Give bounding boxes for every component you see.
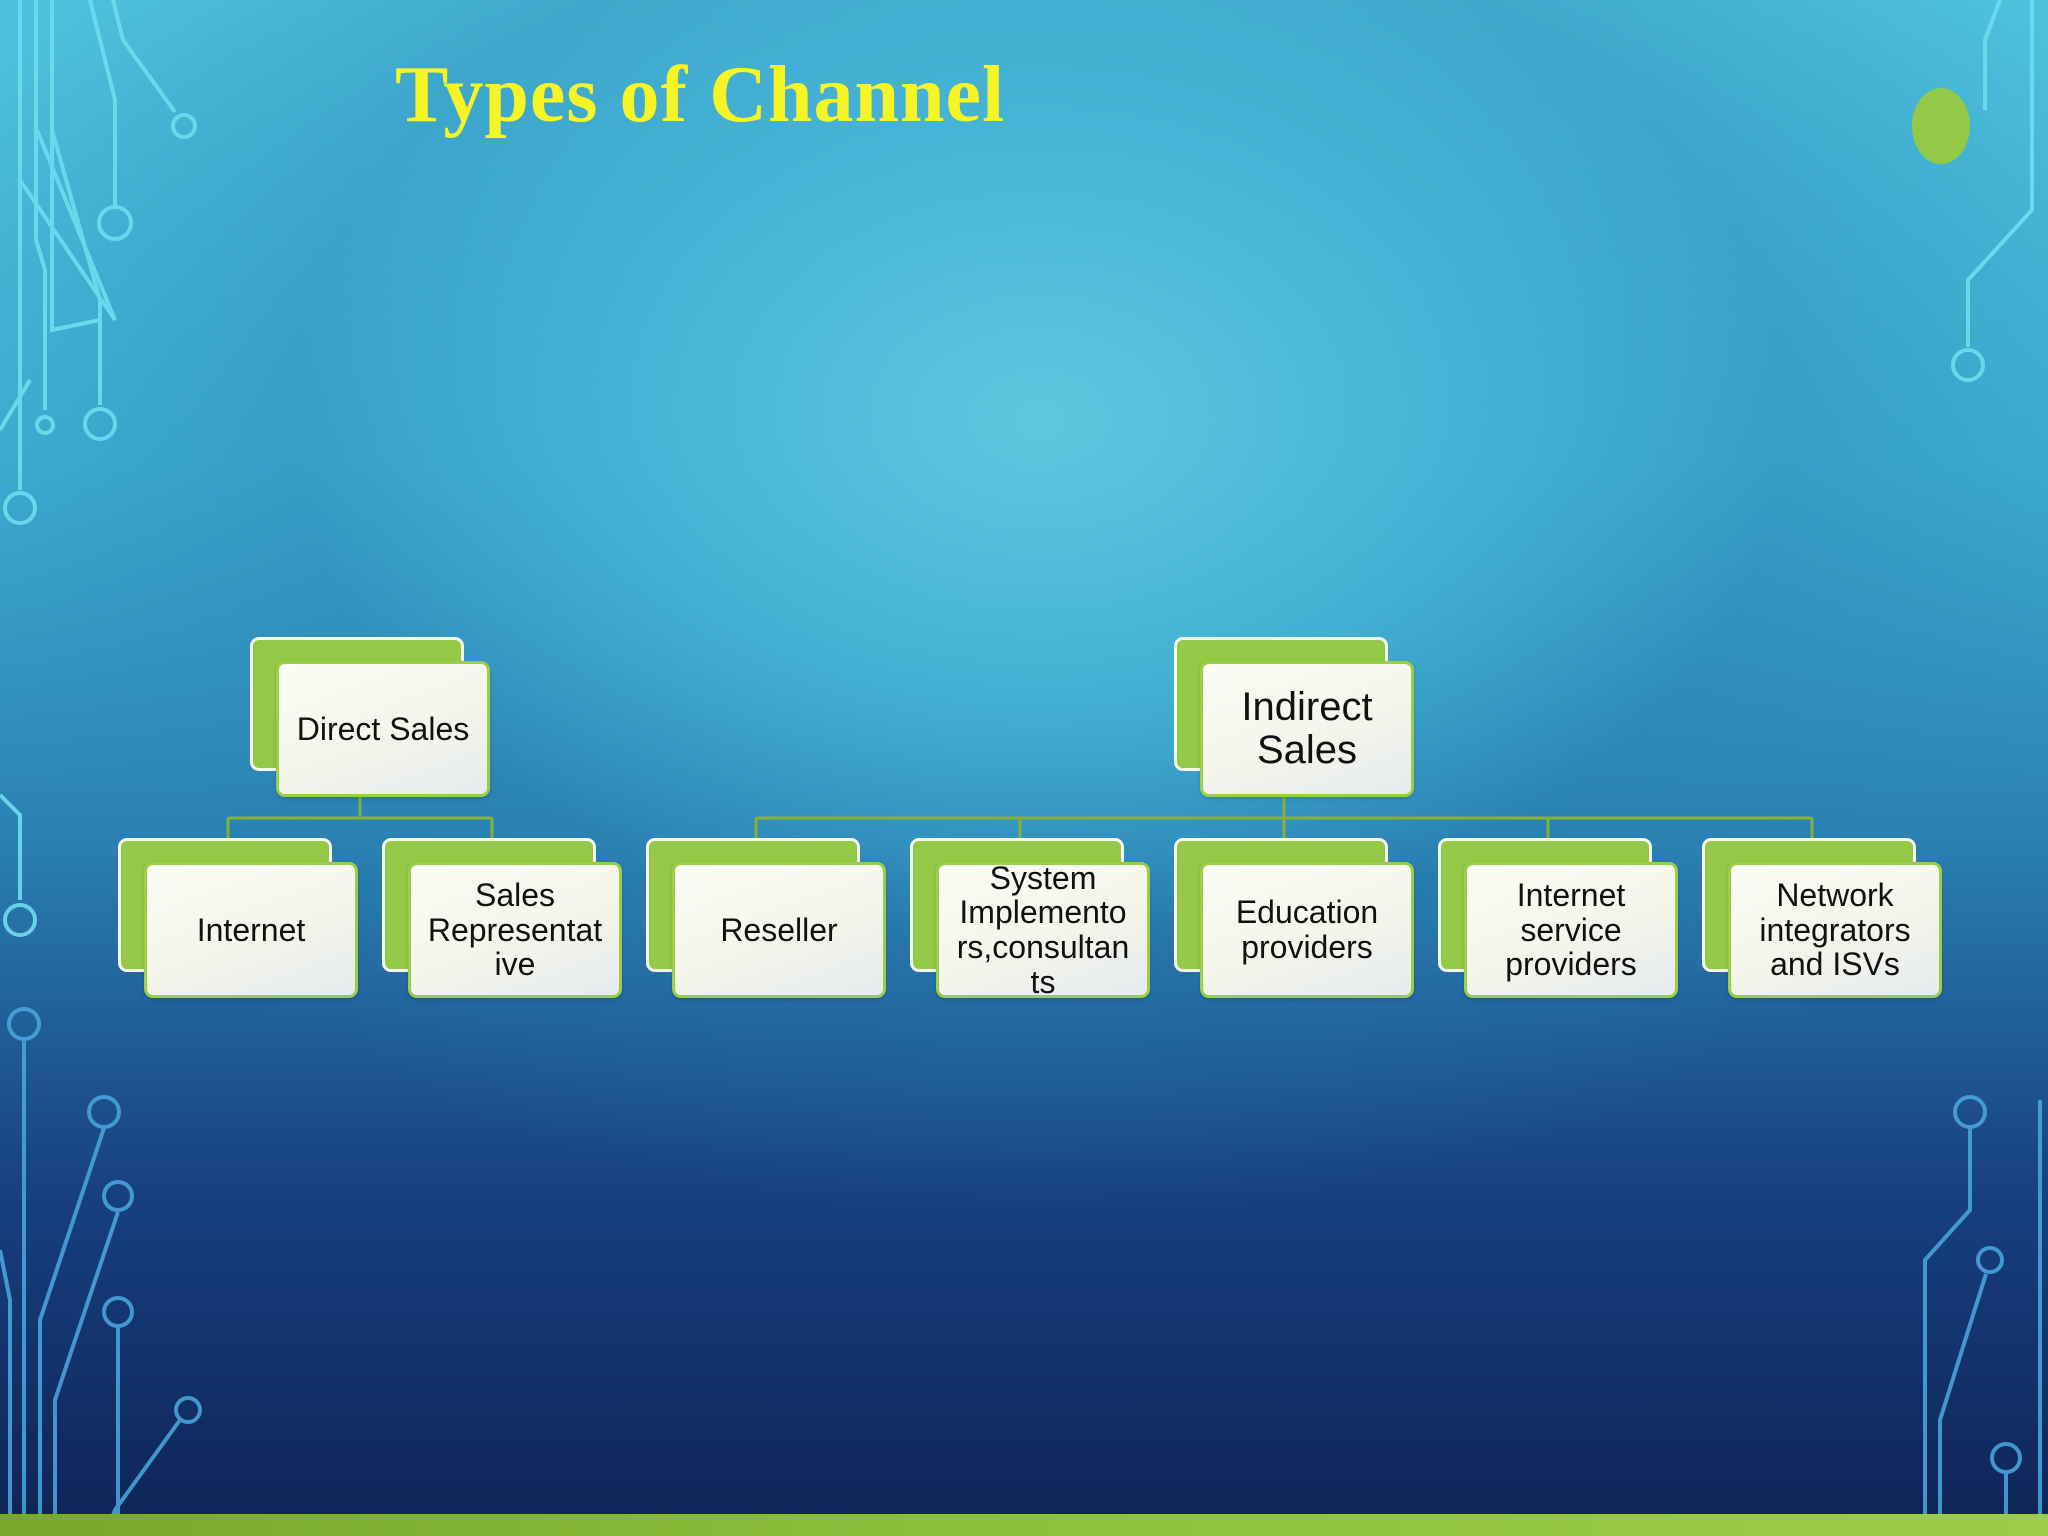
accent-dot-icon bbox=[1912, 88, 1970, 164]
node-education-providers: Education providers bbox=[1174, 838, 1414, 998]
node-label: Indirect Sales bbox=[1241, 684, 1373, 772]
bottom-accent-bar bbox=[0, 1514, 2048, 1536]
node-label: Education providers bbox=[1235, 894, 1379, 965]
node-label-box: Internet service providers bbox=[1464, 862, 1678, 998]
node-label: Internet service providers bbox=[1505, 877, 1637, 983]
node-internet: Internet bbox=[118, 838, 358, 998]
node-label-box: Direct Sales bbox=[276, 661, 490, 797]
node-label-box: Sales Representat ive bbox=[408, 862, 622, 998]
node-label-box: Internet bbox=[144, 862, 358, 998]
node-label: Sales Representat ive bbox=[427, 877, 603, 983]
node-internet-service-providers: Internet service providers bbox=[1438, 838, 1678, 998]
node-label: Network integrators and ISVs bbox=[1759, 877, 1911, 983]
node-label: Internet bbox=[196, 911, 306, 948]
node-system-implementors: System Implemento rs,consultan ts bbox=[910, 838, 1150, 1000]
node-network-integrators: Network integrators and ISVs bbox=[1702, 838, 1942, 998]
node-indirect-sales: Indirect Sales bbox=[1174, 637, 1414, 797]
node-label: System Implemento rs,consultan ts bbox=[956, 859, 1130, 1000]
node-label: Reseller bbox=[720, 911, 838, 948]
node-label-box: System Implemento rs,consultan ts bbox=[936, 859, 1150, 1000]
node-reseller: Reseller bbox=[646, 838, 886, 998]
node-label-box: Indirect Sales bbox=[1200, 661, 1414, 797]
node-sales-representative: Sales Representat ive bbox=[382, 838, 622, 998]
slide-title: Types of Channel bbox=[395, 51, 1006, 139]
node-label: Direct Sales bbox=[296, 710, 470, 747]
node-label-box: Network integrators and ISVs bbox=[1728, 862, 1942, 998]
node-label-box: Reseller bbox=[672, 862, 886, 998]
node-direct-sales: Direct Sales bbox=[250, 637, 490, 797]
node-label-box: Education providers bbox=[1200, 862, 1414, 998]
